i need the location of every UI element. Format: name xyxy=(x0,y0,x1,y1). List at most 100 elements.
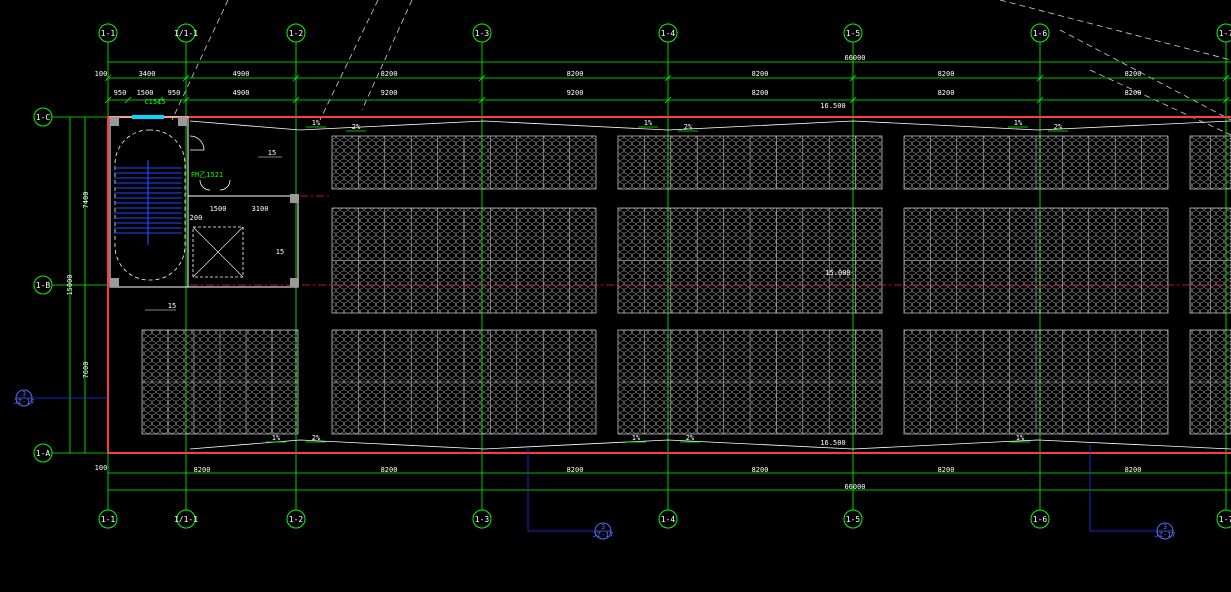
grid-bubble xyxy=(98,509,118,529)
dim-tick xyxy=(849,74,857,82)
slope-label: 2% xyxy=(684,123,693,131)
dim-text-left: 7600 xyxy=(82,362,90,379)
slope-lines xyxy=(189,120,1231,450)
dim-tick xyxy=(104,96,112,104)
grid-label-1-6: 1-6 xyxy=(1033,29,1048,38)
slope-label: 1% xyxy=(1014,119,1023,127)
grid-bubble xyxy=(1216,23,1231,43)
dim-tick xyxy=(124,96,132,104)
grid-bubble xyxy=(176,509,196,529)
column-block xyxy=(178,117,187,126)
slope-label: 2% xyxy=(1054,123,1063,131)
grid-bubble xyxy=(472,509,492,529)
grid-label-1-1: 1-1 xyxy=(101,29,116,38)
grid-bubble xyxy=(33,275,53,295)
column-block xyxy=(110,278,119,287)
dim-tick xyxy=(849,96,857,104)
grid-bubble xyxy=(33,443,53,463)
grid-label-1-5: 1-5 xyxy=(846,515,861,524)
dim-text-top2: 8200 xyxy=(752,89,769,97)
grid-label-1-7: 1-7 xyxy=(1219,29,1231,38)
dim-tick xyxy=(478,74,486,82)
dim-tick xyxy=(156,96,164,104)
slope-label: 1% xyxy=(632,434,641,442)
door-swing xyxy=(199,179,231,191)
section-sheet: JZ-17 xyxy=(592,531,613,539)
dim-text-left: 7400 xyxy=(82,192,90,209)
annotations: 16.50016.50015.0001%2%1%2%1%2%1%2%1%2%1%… xyxy=(144,98,1068,447)
dim-text-top1: 8200 xyxy=(567,70,584,78)
grid-bubble xyxy=(98,23,118,43)
dim-text-top1: 4900 xyxy=(233,70,250,78)
grid-label-1-1: 1-1 xyxy=(101,515,116,524)
dim-text-bottom: 8200 xyxy=(1125,466,1142,474)
grid-bubble xyxy=(658,23,678,43)
dim-tick xyxy=(1036,96,1044,104)
dim-tick xyxy=(1036,74,1044,82)
red-axis-lines xyxy=(190,195,1231,286)
grid-bubble xyxy=(472,23,492,43)
grid-label-1-6: 1-6 xyxy=(1033,515,1048,524)
dim-text-top-offset: 100 xyxy=(95,70,108,78)
column-block xyxy=(290,278,299,287)
construction-lines xyxy=(171,0,1231,136)
section-number: 3 xyxy=(22,390,26,398)
grid-label-1-A: 1-A xyxy=(36,449,51,458)
section-sheet: JZ-17 xyxy=(1154,531,1175,539)
dim-tick xyxy=(1222,96,1230,104)
dim-tick xyxy=(1222,74,1230,82)
dim-text-top2: 8200 xyxy=(938,89,955,97)
core-dim: 3100 xyxy=(252,205,269,213)
door-swing xyxy=(189,135,205,151)
slope-label: 2% xyxy=(352,123,361,131)
grid-label-1-3: 1-3 xyxy=(475,515,490,524)
grid-bubble xyxy=(843,23,863,43)
dimension-lines xyxy=(69,61,1231,491)
dim-tick xyxy=(104,74,112,82)
dim-text-bottom: 8200 xyxy=(938,466,955,474)
core-label: 15 xyxy=(276,248,284,256)
slope-label: 2% xyxy=(686,434,695,442)
core-label: 15 xyxy=(168,302,176,310)
dim-text-bottom: 8200 xyxy=(381,466,398,474)
dim-text-bottom: 8200 xyxy=(752,466,769,474)
elevation-mid: 15.000 xyxy=(825,269,850,277)
grid-bubble xyxy=(176,23,196,43)
dim-tick xyxy=(292,96,300,104)
core-dim: 1500 xyxy=(210,205,227,213)
dim-text-top2: 4900 xyxy=(233,89,250,97)
grid-label-1/1-1: 1/1-1 xyxy=(174,515,198,524)
stair-core xyxy=(109,115,299,288)
grid-label-1-4: 1-4 xyxy=(661,29,676,38)
dim-text-top1: 3400 xyxy=(139,70,156,78)
dim-text-bottom-offset: 100 xyxy=(95,464,108,472)
grid-label-1-4: 1-4 xyxy=(661,515,676,524)
grid-bubble xyxy=(286,23,306,43)
door-label: FM乙1521 xyxy=(191,171,223,179)
horizontal-grid-lines xyxy=(52,116,108,454)
dim-text-top2: 1500 xyxy=(137,89,154,97)
grid-markers: 1-11-11/1-11/1-11-21-21-31-31-41-41-51-5… xyxy=(33,23,1231,529)
grid-bubble xyxy=(1030,23,1050,43)
grid-label-1-C: 1-C xyxy=(36,113,51,122)
grid-label-1-2: 1-2 xyxy=(289,515,304,524)
stair-ellipse xyxy=(114,129,186,281)
grid-label-1-2: 1-2 xyxy=(289,29,304,38)
slope-label: 1% xyxy=(644,119,653,127)
core-dim: 200 xyxy=(190,214,203,222)
grid-label-1-5: 1-5 xyxy=(846,29,861,38)
dim-text-left: 15000 xyxy=(66,274,74,295)
grid-label-1/1-1: 1/1-1 xyxy=(174,29,198,38)
section-sheet: JZ-17 xyxy=(13,398,34,406)
window-label: C1515 xyxy=(144,98,165,106)
slope-label: 2% xyxy=(312,434,321,442)
slope-label: 1% xyxy=(272,434,281,442)
slope-label: 1% xyxy=(312,119,321,127)
dim-text-top1: 8200 xyxy=(1125,70,1142,78)
dim-text-top-overall: 66000 xyxy=(844,54,865,62)
dim-tick xyxy=(292,74,300,82)
dim-text-top1: 8200 xyxy=(938,70,955,78)
grid-bubble xyxy=(843,509,863,529)
